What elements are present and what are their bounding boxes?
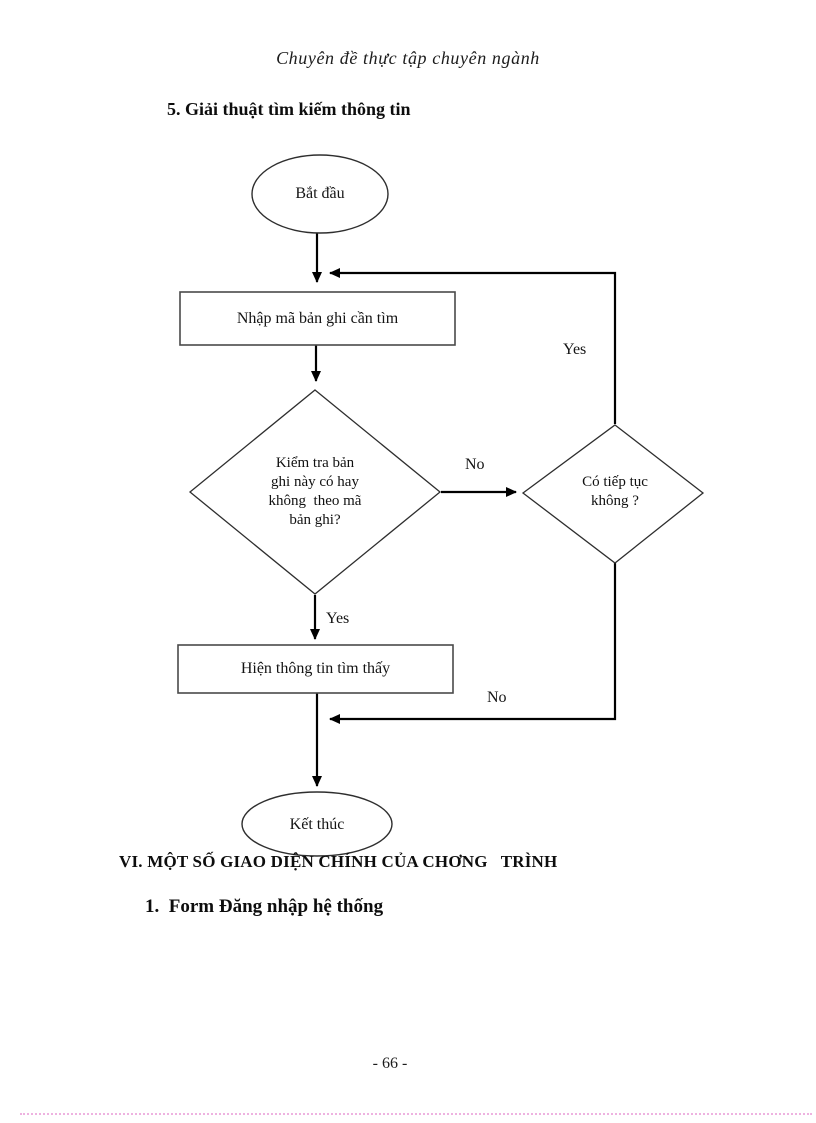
continue-node-line: không ? [591,493,639,509]
start-ellipse [251,154,389,234]
check-node-line: không theo mã [268,493,362,509]
continue-node-label: Có tiếp tục không ? [540,456,690,528]
end-ellipse [241,791,393,857]
check-diamond [188,389,442,595]
connector-no-loop [329,563,617,724]
connector-yes-loop [329,268,617,424]
display-rect [177,644,454,694]
no-down-label: No [487,689,507,706]
start-node-label: Bắt đầu [295,185,345,202]
bottom-dotted-rule [20,1113,812,1115]
page-header: Chuyên đề thực tập chuyên ngành [276,48,540,68]
input-node-label: Nhập mã bản ghi cần tìm [236,309,399,327]
yes-down-label: Yes [326,610,350,627]
display-node-label: Hiện thông tin tìm thấy [240,660,391,677]
continue-diamond [521,424,705,564]
check-node-line: Kiểm tra bản [275,455,355,471]
check-node-label: Kiểm tra bản ghi này có hay không theo m… [205,432,425,552]
input-rect [179,291,456,346]
continue-node-line: Có tiếp tục [582,474,648,490]
no-right-label: No [465,456,485,473]
yes-loop-label: Yes [563,341,587,358]
page-number: - 66 - [372,1055,408,1072]
check-node-line: ghi này có hay [271,474,359,490]
heading-section-6: VI. MỘT SỐ GIAO DIỆN CHÍNH CỦA CHƠNG TRÌ… [119,852,558,871]
heading-sub-1: 1. Form Đăng nhập hệ thống [145,896,384,917]
heading-section-5: 5. Giải thuật tìm kiếm thông tin [167,99,411,119]
check-node-line: bản ghi? [289,512,341,528]
end-node-label: Kết thúc [289,816,345,833]
